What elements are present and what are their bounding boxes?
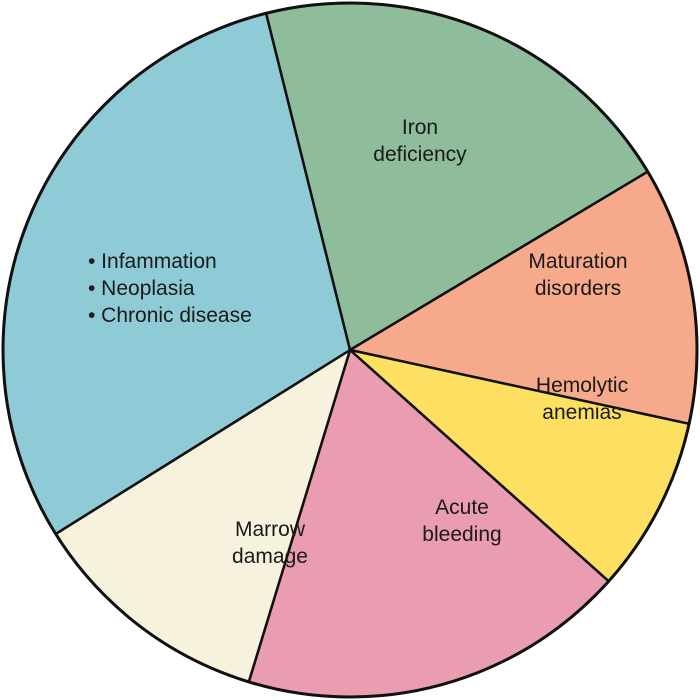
slice-label-line: Marrow xyxy=(235,518,306,541)
slice-label-line: Hemolytic xyxy=(536,374,628,397)
slice-label-maturation-disorders: Maturation disorders xyxy=(528,250,627,300)
slice-label-line: Iron xyxy=(402,116,438,139)
slice-label-line: anemias xyxy=(542,401,621,424)
slice-label-line: Acute xyxy=(435,496,489,519)
slice-label-line: bleeding xyxy=(422,523,501,546)
slice-label-line: • Infammation xyxy=(88,250,217,273)
slice-label-line: • Chronic disease xyxy=(88,304,252,327)
slice-label-hemolytic-anemias: Hemolytic anemias xyxy=(536,374,628,424)
slice-label-infammation-neoplasia-chronic-disease: • Infammation • Neoplasia • Chronic diseas… xyxy=(88,250,252,327)
slice-label-line: damage xyxy=(232,545,308,568)
slice-label-iron-deficiency: Iron deficiency xyxy=(373,116,467,166)
slice-label-line: Maturation xyxy=(528,250,627,273)
slice-label-marrow-damage: Marrow damage xyxy=(232,518,308,568)
slice-label-line: deficiency xyxy=(373,143,467,166)
slice-label-acute-bleeding: Acute bleeding xyxy=(422,496,501,546)
slice-label-line: disorders xyxy=(535,277,621,300)
slice-label-line: • Neoplasia xyxy=(88,277,195,300)
